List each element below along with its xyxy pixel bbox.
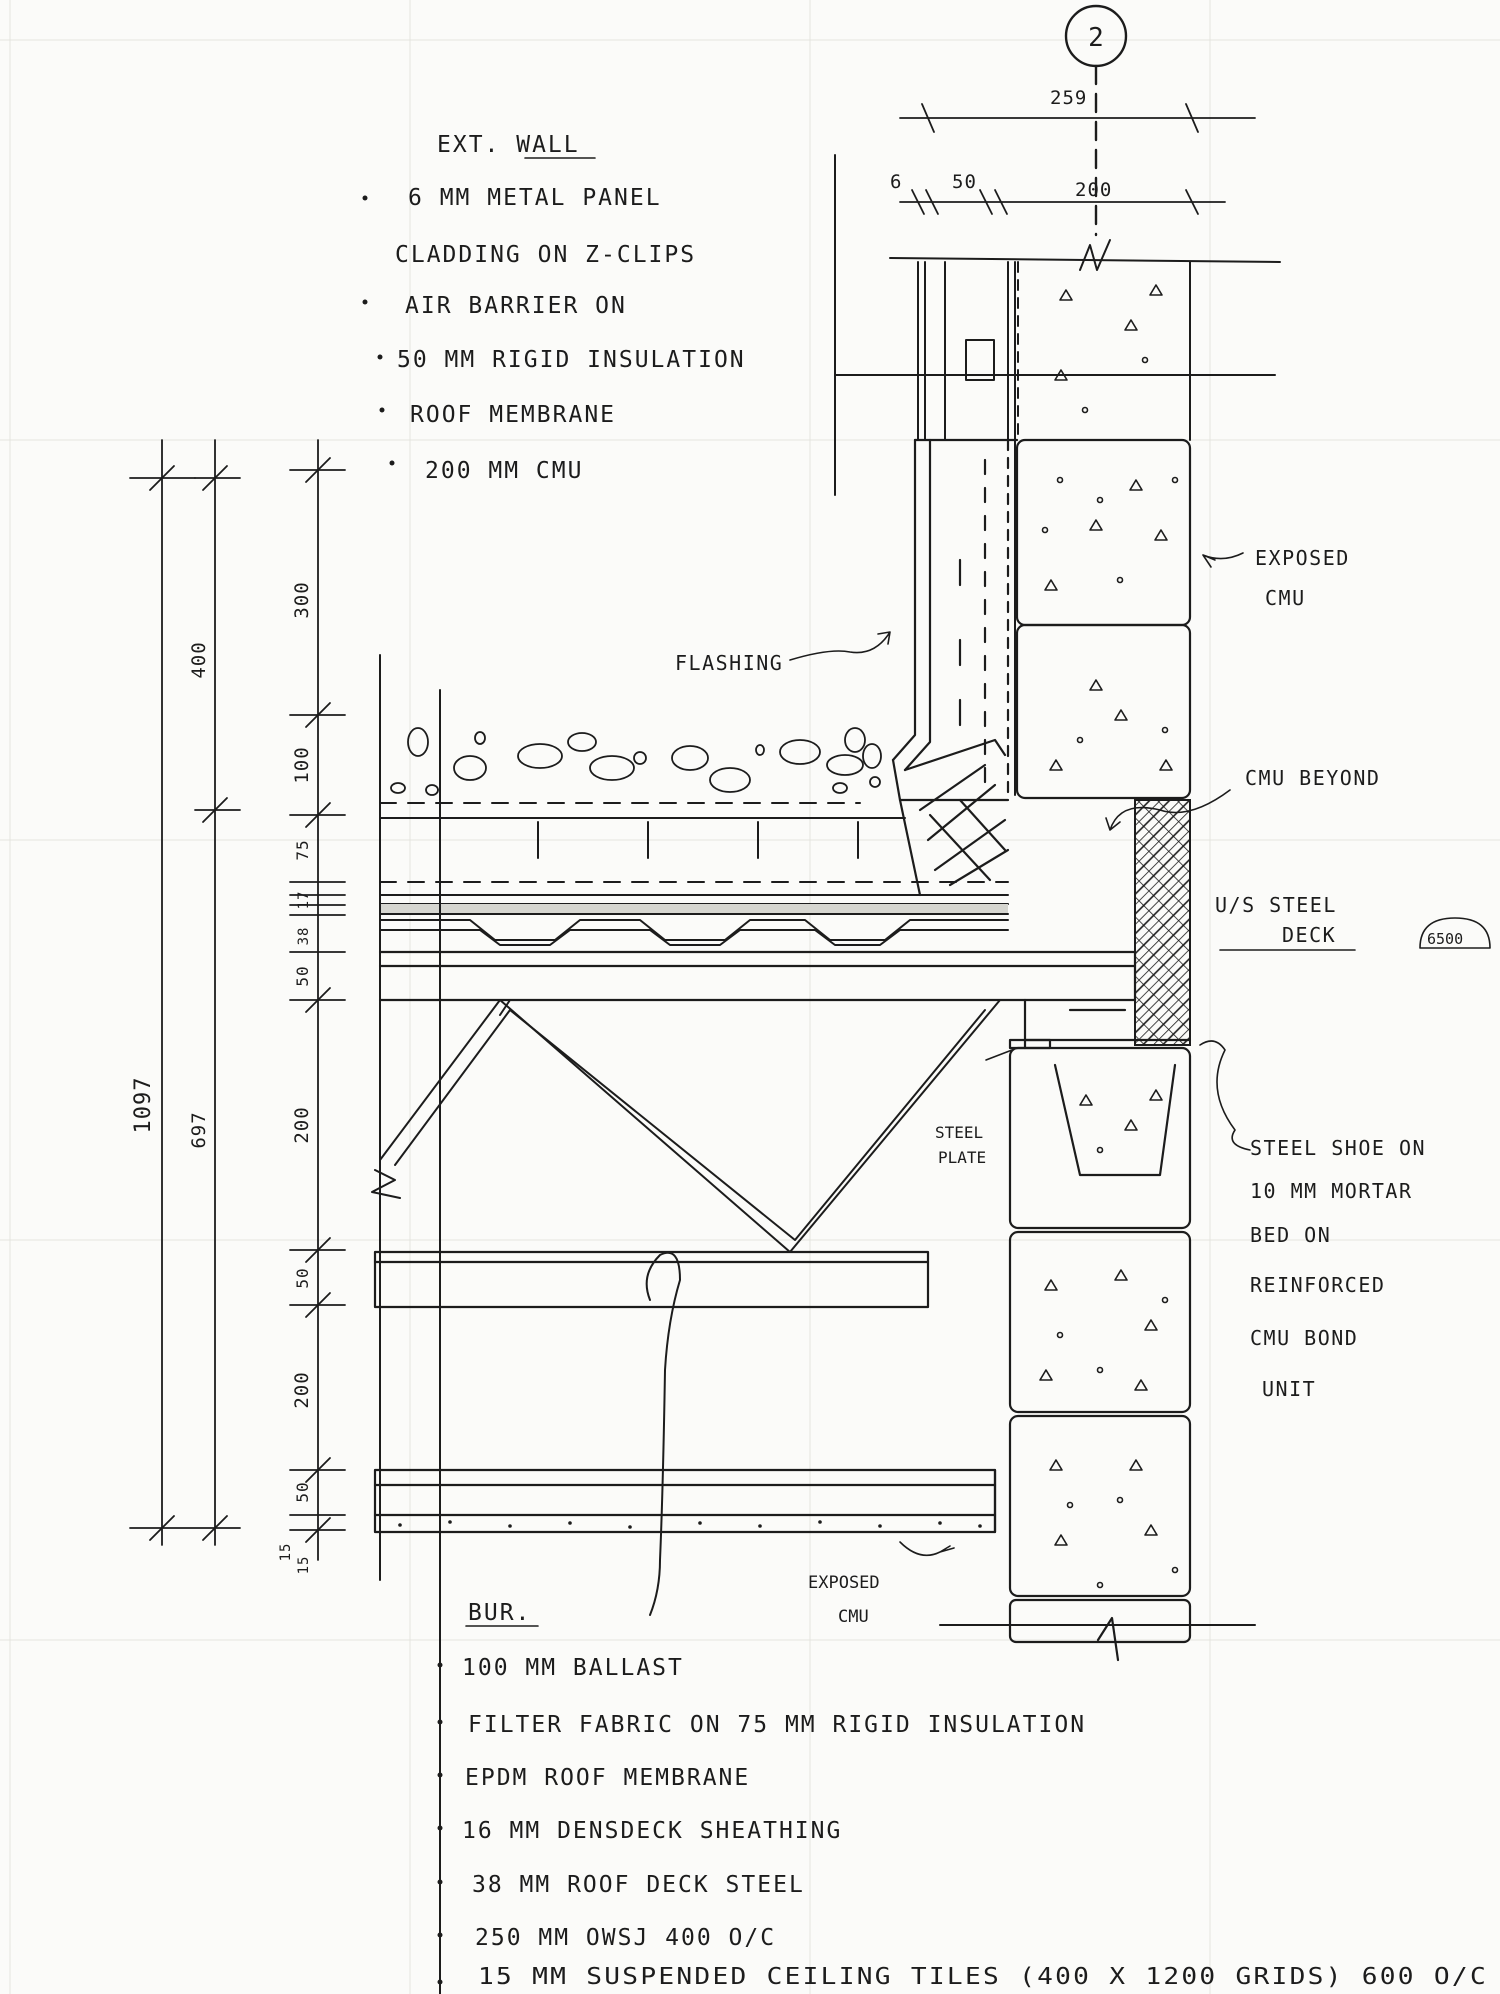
wall-notes-title: EXT. WALL	[437, 132, 580, 158]
dim-sub-lower: 697	[188, 1111, 210, 1148]
label-steel-shoe-4: REINFORCED	[1250, 1273, 1385, 1297]
roof-note-3: EPDM ROOF MEMBRANE	[465, 1765, 750, 1791]
label-exposed-cmu-bottom-2: CMU	[838, 1607, 869, 1627]
dim-top-part-1: 6	[890, 171, 902, 193]
roof-note-6: 250 MM OWSJ 400 O/C	[475, 1925, 776, 1951]
callout-leaders	[899, 552, 1491, 1557]
label-steel-plate-2: PLATE	[938, 1148, 986, 1167]
dim-sub-upper: 400	[188, 641, 210, 678]
dim-stack-3: 75	[293, 839, 312, 860]
roof-note-1: 100 MM BALLAST	[462, 1655, 684, 1681]
owsj-web	[379, 999, 1001, 1253]
dim-stack-9: 200	[291, 1371, 313, 1408]
roof-ballast	[390, 727, 882, 796]
cmu-beyond	[1134, 799, 1191, 1046]
label-exposed-cmu-bottom-1: EXPOSED	[808, 1573, 880, 1593]
roof-note-7: 15 MM SUSPENDED CEILING TILES (400 X 120…	[478, 1964, 1488, 1990]
dim-stack-12: 15	[296, 1556, 312, 1575]
label-exposed-cmu-1: EXPOSED	[1255, 546, 1350, 570]
suspended-ceiling	[373, 1468, 997, 1534]
wall-note-1: 6 MM METAL PANEL	[408, 185, 662, 211]
label-elevation: 6500	[1427, 930, 1463, 948]
label-exposed-cmu-2: CMU	[1265, 586, 1306, 610]
wall-note-2: CLADDING ON Z-CLIPS	[395, 242, 696, 268]
dim-top-part-3: 200	[1075, 179, 1112, 201]
label-steel-shoe-5: CMU BOND	[1250, 1326, 1358, 1350]
ceiling-tile-dots	[398, 1520, 982, 1529]
label-flashing: FLASHING	[675, 651, 783, 675]
owsj-bottom-chord	[373, 1250, 930, 1309]
dim-stack-11: 15	[278, 1543, 294, 1562]
flashing-leader	[789, 631, 891, 661]
left-dimension-labels: 1097 400 697 300 100 75 17 38 50 200 50 …	[131, 581, 313, 1574]
dim-stack-5: 38	[296, 927, 312, 946]
left-dimension-lines	[129, 439, 346, 1561]
cmu-aggregate-lower	[1039, 1089, 1179, 1589]
dim-overall: 1097	[131, 1077, 156, 1134]
dim-top-total: 259	[1050, 87, 1087, 109]
grid-bubble-label: 2	[1088, 23, 1104, 53]
label-steel-shoe-6: UNIT	[1262, 1377, 1316, 1401]
dim-stack-4: 17	[296, 891, 312, 910]
section-left-edge	[371, 654, 441, 1661]
dim-stack-2: 100	[291, 746, 313, 783]
dim-stack-1: 300	[291, 581, 313, 618]
cmu-upper	[1006, 438, 1192, 802]
label-us-steel-deck-2: DECK	[1282, 923, 1336, 947]
wall-note-4: 50 MM RIGID INSULATION	[397, 347, 746, 373]
cmu-lower	[1008, 998, 1192, 1662]
roof-note-5: 38 MM ROOF DECK STEEL	[472, 1872, 805, 1898]
ceiling-hanger-wire	[645, 1251, 681, 1616]
wall-note-5: ROOF MEMBRANE	[410, 402, 616, 428]
flashing	[891, 438, 1019, 897]
label-us-steel-deck-1: U/S STEEL	[1215, 893, 1337, 917]
roof-beam	[378, 950, 1137, 1002]
dim-stack-10: 50	[293, 1481, 312, 1502]
top-dimension-string	[899, 103, 1256, 215]
dim-stack-6: 50	[293, 965, 312, 986]
dim-top-part-2: 50	[952, 171, 977, 193]
label-steel-shoe-1: STEEL SHOE ON	[1250, 1136, 1426, 1160]
label-steel-shoe-3: BED ON	[1250, 1223, 1331, 1247]
roof-notes-title: BUR.	[468, 1600, 531, 1626]
roof-notes-bullets	[437, 1662, 443, 1985]
wall-notes-bullets	[362, 195, 395, 466]
roof-note-4: 16 MM DENSDECK SHEATHING	[462, 1818, 842, 1844]
dim-stack-7: 200	[291, 1106, 313, 1143]
roof-layers	[379, 802, 1009, 946]
dim-stack-8: 50	[293, 1267, 312, 1288]
label-cmu-beyond: CMU BEYOND	[1245, 766, 1380, 790]
wall-note-3: AIR BARRIER ON	[405, 293, 627, 319]
upper-wall	[834, 154, 1281, 796]
roof-note-2: FILTER FABRIC ON 75 MM RIGID INSULATION	[468, 1712, 1086, 1738]
grid-bubble: 2	[1064, 4, 1128, 237]
label-steel-plate-1: STEEL	[935, 1123, 983, 1142]
label-steel-shoe-2: 10 MM MORTAR	[1250, 1179, 1413, 1203]
cmu-aggregate-upper	[1041, 284, 1179, 771]
wall-note-6: 200 MM CMU	[425, 458, 583, 484]
